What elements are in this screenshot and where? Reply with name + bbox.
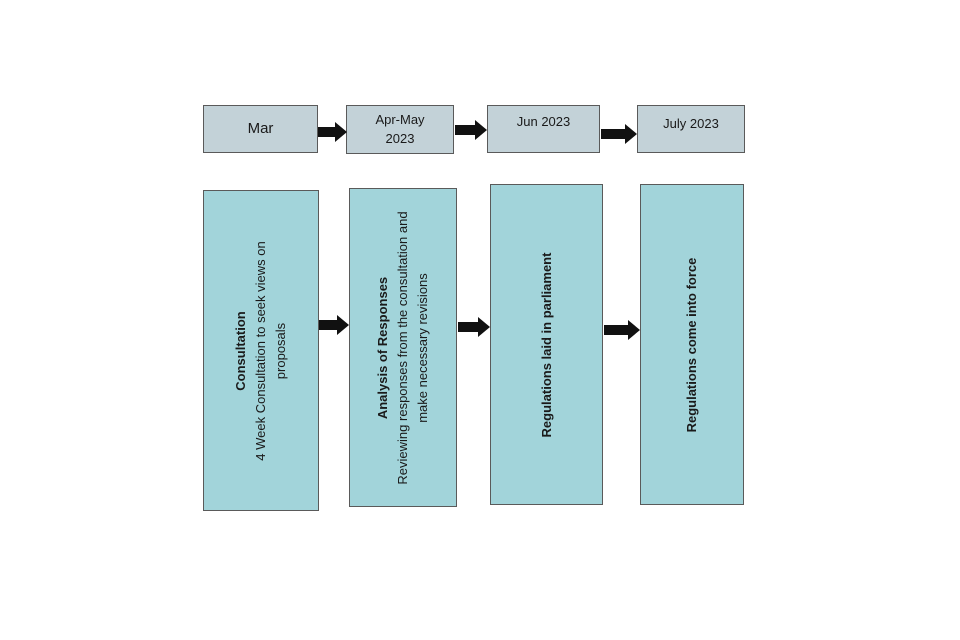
timeline-arrow-2 [455, 120, 487, 140]
stage-title: Consultation [232, 310, 248, 391]
timeline-label: Apr-May 2023 [375, 112, 425, 146]
stage-arrow-1 [319, 315, 349, 335]
timeline-label: Mar [247, 120, 274, 138]
timeline-arrow-3 [601, 124, 637, 144]
stage-description: 4 Week Consultation to seek views on pro… [252, 240, 289, 461]
timeline-label: July 2023 [663, 116, 719, 131]
timeline-box-jun: Jun 2023 [487, 105, 600, 153]
stage-box-analysis: Analysis of Responses Reviewing response… [349, 188, 457, 507]
timeline-arrow-1 [318, 122, 347, 142]
stage-box-laid-in-parliament: Regulations laid in parliament [490, 184, 603, 505]
timeline-box-apr-may: Apr-May 2023 [346, 105, 454, 154]
timeline-box-july: July 2023 [637, 105, 745, 153]
stage-text: Analysis of Responses Reviewing response… [373, 198, 433, 498]
timeline-box-mar: Mar [203, 105, 318, 153]
stage-box-come-into-force: Regulations come into force [640, 184, 744, 505]
stage-description: Reviewing responses from the consultatio… [394, 210, 431, 485]
stage-text: Regulations laid in parliament [536, 215, 556, 475]
stage-arrow-3 [604, 320, 640, 340]
timeline-label: Jun 2023 [516, 114, 571, 129]
stage-title: Regulations laid in parliament [538, 252, 554, 437]
stage-box-consultation: Consultation 4 Week Consultation to seek… [203, 190, 319, 511]
stage-arrow-2 [458, 317, 490, 337]
stage-text: Regulations come into force [682, 215, 702, 475]
stage-text: Consultation 4 Week Consultation to seek… [231, 226, 291, 476]
stage-title: Analysis of Responses [374, 276, 390, 419]
stage-title: Regulations come into force [683, 257, 699, 432]
